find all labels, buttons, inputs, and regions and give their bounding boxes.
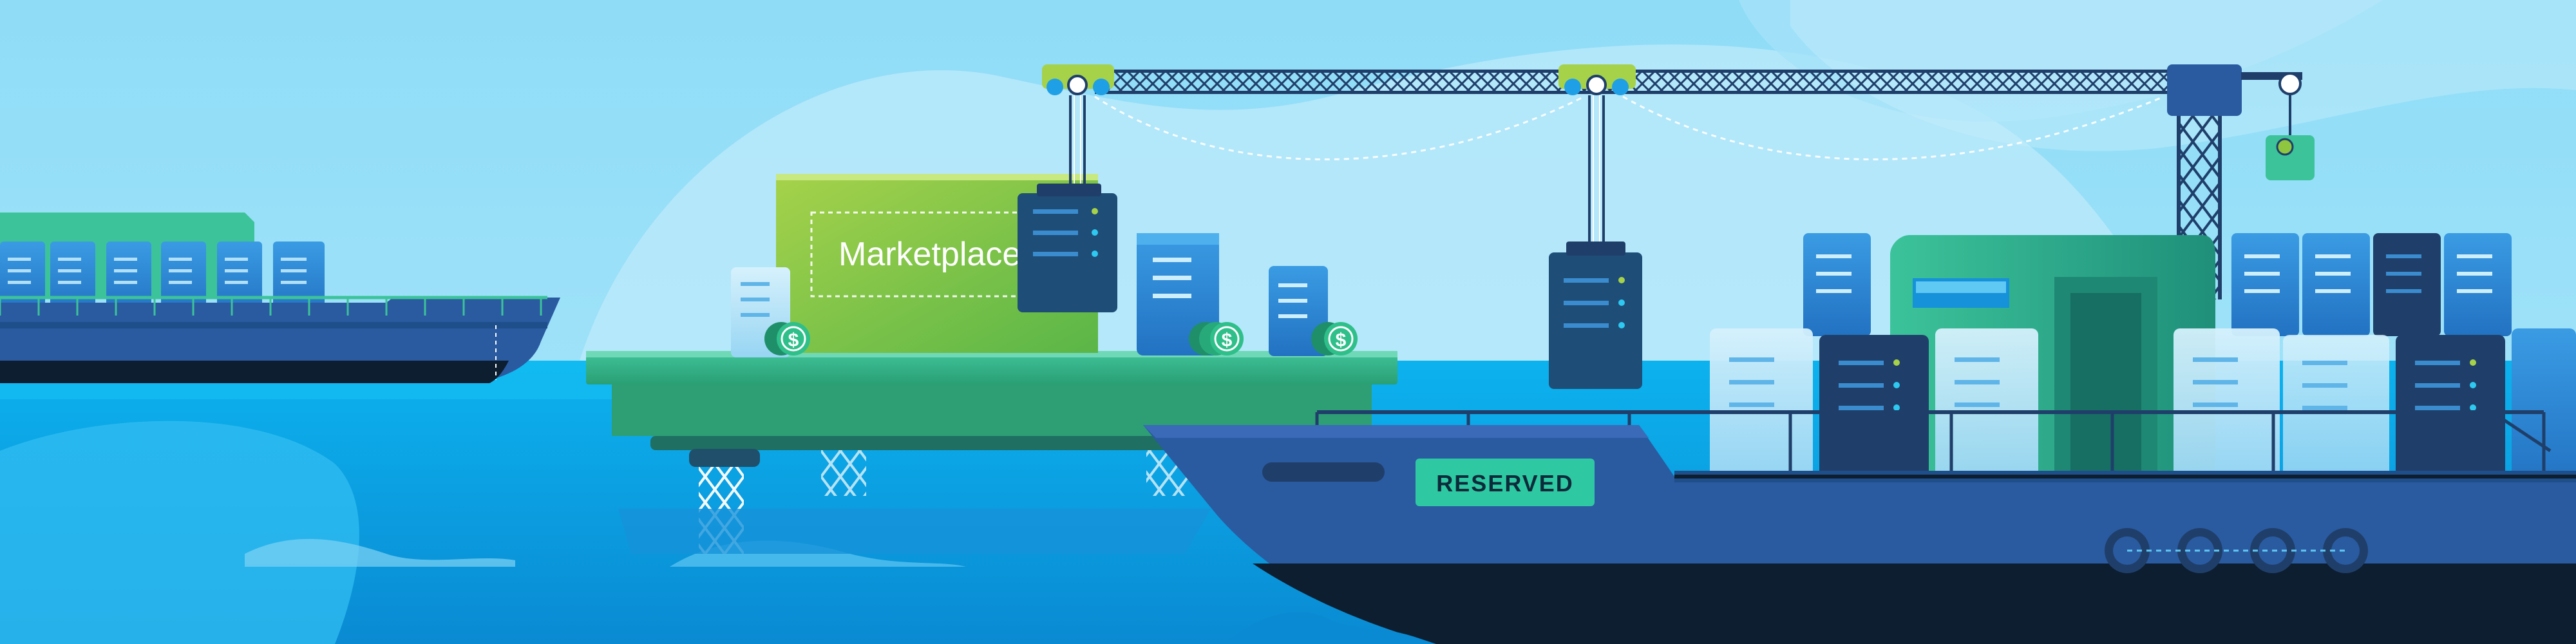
sea-wave [245, 538, 515, 567]
sea-wave [1224, 612, 1436, 644]
coin-symbol: $ [1222, 330, 1233, 351]
marketplace-label: Marketplace [838, 236, 1021, 273]
reserved-label: RESERVED [1436, 470, 1573, 497]
coin-symbol: $ [788, 330, 799, 351]
crane-trolley [1558, 64, 1636, 248]
porthole-row [2105, 528, 2368, 573]
crane-trolley [1042, 64, 1114, 196]
coin-symbol: $ [1336, 330, 1347, 351]
container-ship-icon [0, 213, 560, 383]
coin-icon: $ [1189, 322, 1244, 355]
server-icon [1018, 184, 1117, 312]
coin-icon: $ [1311, 322, 1358, 355]
coin-icon: $ [764, 322, 810, 355]
reserved-badge: RESERVED [1416, 459, 1595, 506]
sea-wave [0, 421, 359, 644]
server-icon [1549, 242, 1642, 389]
marketplace-box: Marketplace [776, 174, 1098, 353]
